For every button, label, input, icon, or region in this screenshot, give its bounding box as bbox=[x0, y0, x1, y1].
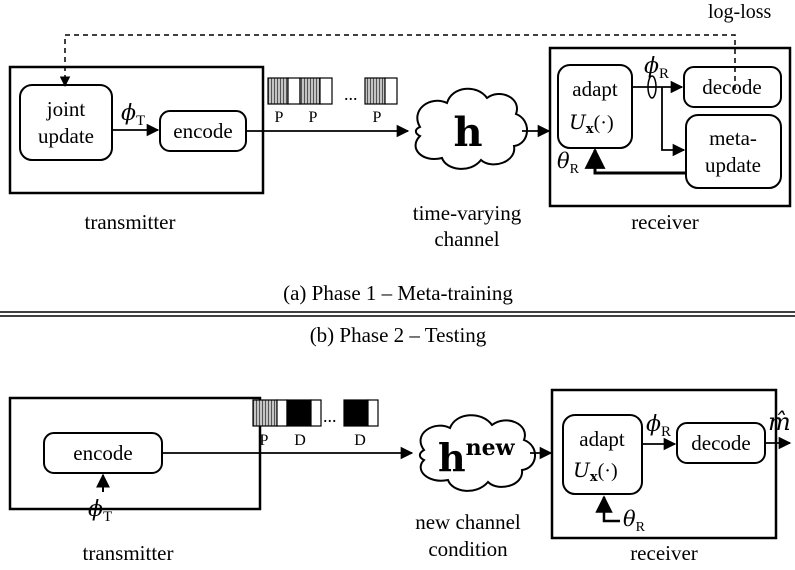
theta-r-label: θR bbox=[557, 149, 580, 177]
receiver-caption-2: receiver bbox=[630, 541, 698, 565]
theta-r-feedback-arrow bbox=[584, 147, 686, 175]
loop-symbol bbox=[647, 75, 657, 99]
packet-tail-b bbox=[310, 399, 322, 427]
channel-cloud-2 bbox=[418, 414, 536, 492]
meta-update-label-line2: update bbox=[705, 153, 761, 177]
transmitter-box bbox=[8, 65, 265, 195]
pilot-packet-1 bbox=[267, 77, 289, 105]
channel-symbol-2: hnew bbox=[438, 435, 516, 480]
adapt-label-2: adapt bbox=[579, 427, 625, 451]
encode-label: encode bbox=[173, 119, 232, 143]
packet-label-1: P bbox=[260, 432, 269, 449]
receiver-caption: receiver bbox=[631, 210, 699, 234]
transmitter-caption: transmitter bbox=[85, 210, 176, 234]
data-packets: ... P D D bbox=[252, 399, 379, 449]
meta-update-block bbox=[685, 114, 782, 189]
phi-t-label-2: ϕT bbox=[88, 497, 112, 525]
phi-t-label: ϕT bbox=[121, 101, 145, 129]
channel-symbol: h bbox=[453, 109, 482, 156]
phase2-title: (b) Phase 2 – Testing bbox=[310, 323, 487, 347]
adapt-to-meta-update-arrow bbox=[661, 87, 686, 157]
adapt-block-2 bbox=[562, 414, 643, 495]
data-packet-2 bbox=[343, 399, 369, 427]
pilot-packets: ... P P P bbox=[267, 77, 398, 126]
packet-tail-3 bbox=[384, 77, 398, 105]
decode-label-2: decode bbox=[691, 431, 750, 455]
channel-caption-line2: channel bbox=[434, 227, 499, 251]
phi-r-label: ϕR bbox=[644, 54, 669, 82]
theta-r-label-2: θR bbox=[623, 507, 646, 535]
joint-update-block bbox=[19, 84, 113, 161]
phase2-diagram: (b) Phase 2 – Testing encode ϕT transmit… bbox=[8, 323, 792, 565]
phase1-diagram: log-loss joint update ϕT encode ... P P … bbox=[8, 1, 792, 305]
joint-update-label-line2: update bbox=[38, 124, 94, 148]
receiver-box-2 bbox=[550, 388, 778, 540]
channel-caption-line1: time-varying bbox=[413, 201, 522, 225]
adapt-operator: Ux(·) bbox=[569, 110, 614, 137]
receiver-box bbox=[548, 46, 792, 208]
pilot-packet-3 bbox=[364, 77, 386, 105]
channel-caption-2-line1: new channel bbox=[415, 510, 521, 534]
log-loss-feedback-line bbox=[59, 34, 736, 90]
pilot-label-2: P bbox=[309, 109, 318, 126]
packet-tail-c bbox=[367, 399, 379, 427]
adapt-operator-2: Ux(·) bbox=[573, 458, 618, 485]
decode-label: decode bbox=[702, 75, 761, 99]
transmitter-caption-2: transmitter bbox=[83, 541, 174, 565]
channel-cloud bbox=[414, 87, 528, 170]
packet-ellipsis-2: ... bbox=[323, 406, 337, 426]
pilot-packet-2 bbox=[299, 77, 321, 105]
packet-label-2: D bbox=[294, 432, 306, 449]
log-loss-label: log-loss bbox=[708, 1, 772, 23]
theta-r-input-arrow bbox=[595, 495, 620, 523]
packet-label-3: D bbox=[354, 432, 366, 449]
pilot-packet bbox=[252, 399, 278, 427]
phase1-title: (a) Phase 1 – Meta-training bbox=[283, 281, 513, 305]
packet-tail-2 bbox=[319, 77, 333, 105]
pilot-label-3: P bbox=[373, 109, 382, 126]
data-packet-1 bbox=[286, 399, 312, 427]
joint-update-label-line1: joint bbox=[46, 97, 86, 121]
channel-caption-2-line2: condition bbox=[428, 537, 508, 561]
pilot-label-1: P bbox=[275, 109, 284, 126]
packet-tail-1 bbox=[287, 77, 301, 105]
phi-r-label-2: ϕR bbox=[646, 412, 671, 440]
output-symbol: m̂ bbox=[768, 408, 791, 436]
encode-label-2: encode bbox=[73, 441, 132, 465]
packet-ellipsis: ... bbox=[344, 84, 358, 104]
adapt-label: adapt bbox=[572, 77, 618, 101]
decode-block bbox=[683, 66, 782, 108]
meta-update-label-line1: meta- bbox=[709, 126, 757, 150]
packet-tail-a bbox=[276, 399, 288, 427]
